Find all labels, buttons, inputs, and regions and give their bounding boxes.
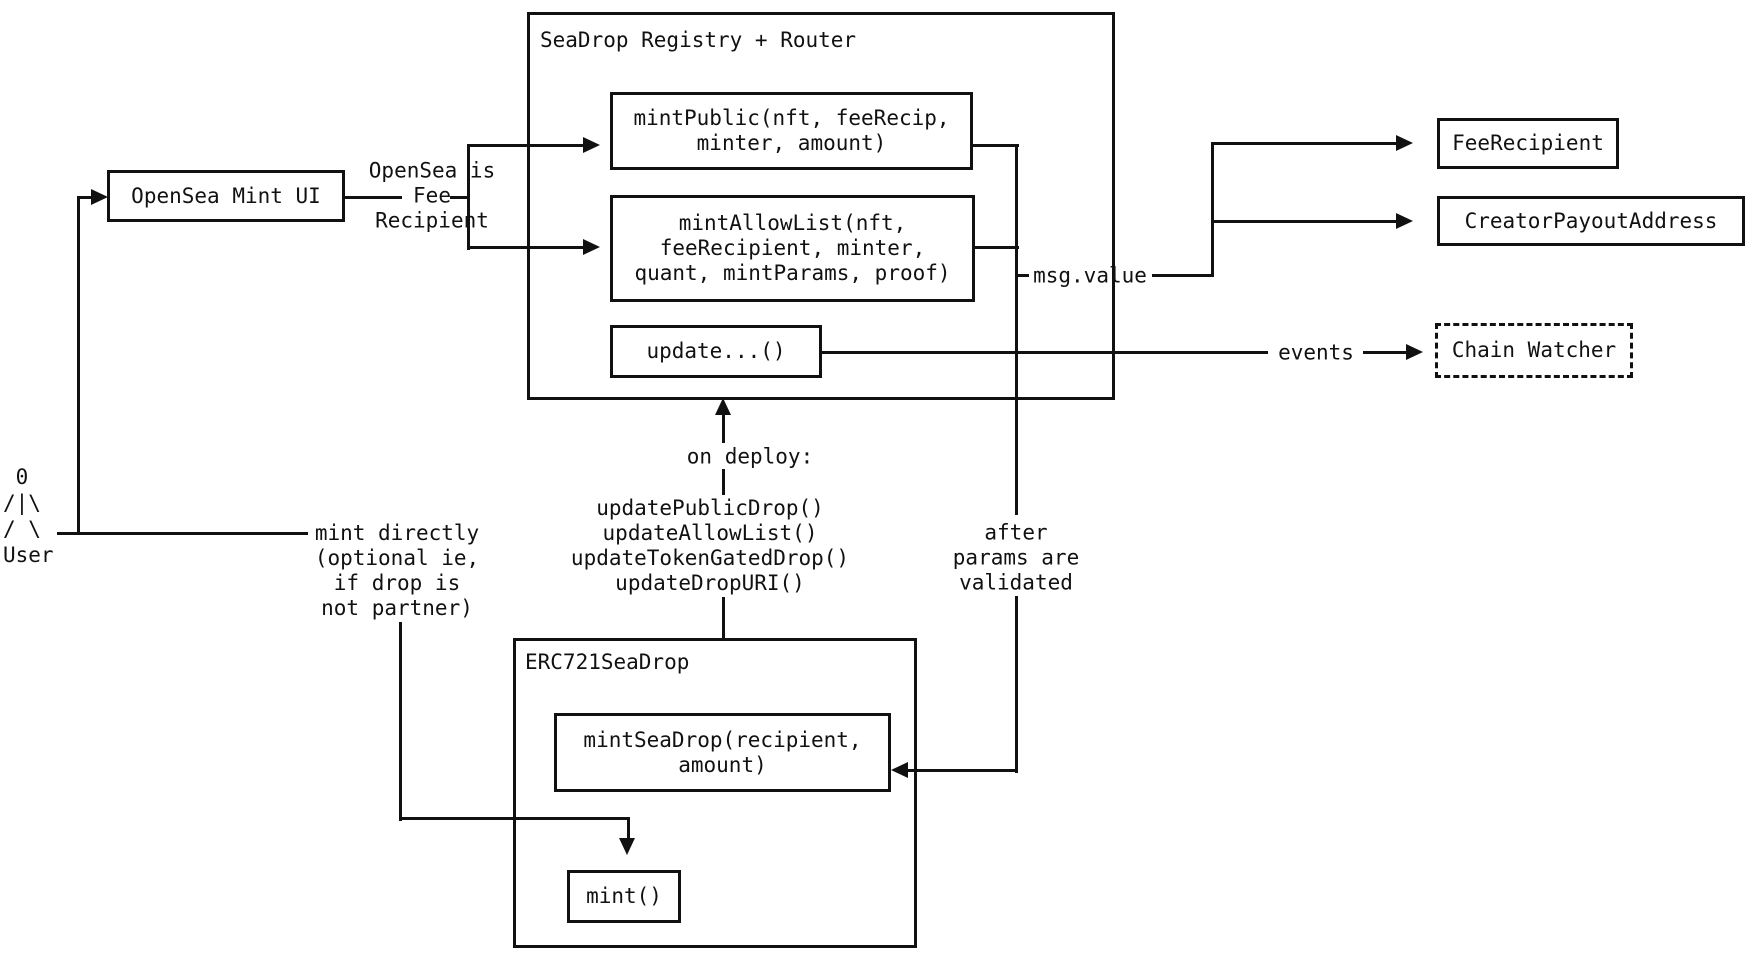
mint-allow-list-label: mintAllowList(nft, feeRecipient, minter,… (634, 211, 951, 285)
after-params-validated-label: after params are validated (952, 520, 1080, 595)
connector-deploy-seg3 (722, 597, 725, 638)
arrowhead-into-mint-function (619, 838, 635, 855)
msg-value-label: msg.value (1033, 263, 1147, 288)
creator-payout-address-label: CreatorPayoutAddress (1464, 208, 1718, 233)
connector-fee-line-right (450, 196, 470, 199)
chain-watcher-label: Chain Watcher (1451, 338, 1617, 362)
arrowhead-into-creator-payout (1396, 213, 1413, 229)
opensea-mint-ui-label: OpenSea Mint UI (131, 183, 321, 208)
connector-mint-directly-vertical (399, 622, 402, 821)
mint-function-label: mint() (586, 884, 662, 908)
mint-seadrop-label: mintSeaDrop(recipient, amount) (583, 727, 862, 777)
connector-to-mint-public (467, 144, 584, 147)
arrowhead-into-opensea (91, 189, 108, 205)
arrowhead-into-mint-public (583, 137, 600, 153)
connector-user-vertical (77, 196, 80, 535)
arrowhead-into-mint-allow-list (583, 239, 600, 255)
arrowhead-into-registry (715, 398, 731, 415)
opensea-fee-recipient-note: OpenSea is Fee Recipient (368, 158, 496, 233)
connector-value-rail-upper (1015, 144, 1018, 515)
connector-mint-allow-list-right (975, 246, 1019, 249)
connector-user-to-opensea (77, 196, 93, 199)
arrowhead-into-mint-seadrop (891, 762, 908, 778)
user-stick-figure: 0 /|\ / \ User (3, 465, 54, 567)
on-deploy-label: on deploy: (686, 444, 814, 469)
connector-mint-directly-horizontal (399, 817, 630, 820)
connector-mint-directly-corner (627, 817, 630, 838)
mint-seadrop-box: mintSeaDrop(recipient, amount) (554, 713, 891, 792)
connector-msg-value-right (1152, 274, 1212, 277)
connector-msg-value-left (1015, 274, 1029, 277)
arrowhead-into-fee-recipient (1396, 135, 1413, 151)
connector-to-creator-payout (1211, 220, 1399, 223)
connector-value-rail-lower (1015, 596, 1018, 773)
creator-payout-address-box: CreatorPayoutAddress (1437, 196, 1745, 246)
connector-to-fee-recipient (1211, 142, 1399, 145)
connector-deploy-seg1 (722, 413, 725, 443)
erc721-seadrop-title: ERC721SeaDrop (525, 650, 690, 674)
arrowhead-into-chain-watcher (1406, 344, 1423, 360)
connector-events-right (1363, 351, 1407, 354)
chain-watcher-box: Chain Watcher (1435, 323, 1633, 378)
fee-recipient-box: FeeRecipient (1437, 118, 1619, 169)
connector-events-left (822, 351, 1268, 354)
mint-function-box: mint() (567, 870, 681, 923)
connector-payout-branch-vertical (1211, 142, 1214, 277)
connector-into-mint-seadrop (905, 769, 1018, 772)
mint-directly-note: mint directly (optional ie, if drop is n… (314, 521, 480, 620)
connector-deploy-seg2 (722, 469, 725, 495)
connector-to-mint-allow-list (467, 246, 584, 249)
mint-public-label: mintPublic(nft, feeRecip, minter, amount… (633, 106, 950, 155)
deploy-calls-label: updatePublicDrop() updateAllowList() upd… (570, 496, 850, 595)
mint-allow-list-box: mintAllowList(nft, feeRecipient, minter,… (610, 195, 975, 302)
events-label: events (1278, 340, 1354, 365)
mint-public-box: mintPublic(nft, feeRecip, minter, amount… (610, 92, 973, 170)
update-function-box: update...() (610, 325, 822, 378)
opensea-mint-ui-box: OpenSea Mint UI (107, 170, 345, 222)
connector-fee-bracket-vertical (467, 144, 470, 250)
update-function-label: update...() (646, 339, 786, 363)
fee-recipient-label: FeeRecipient (1452, 131, 1604, 155)
connector-mint-public-right (973, 144, 1019, 147)
connector-fee-line-left (345, 196, 402, 199)
connector-user-mint-directly (57, 532, 308, 535)
seadrop-registry-router-title: SeaDrop Registry + Router (540, 28, 857, 52)
